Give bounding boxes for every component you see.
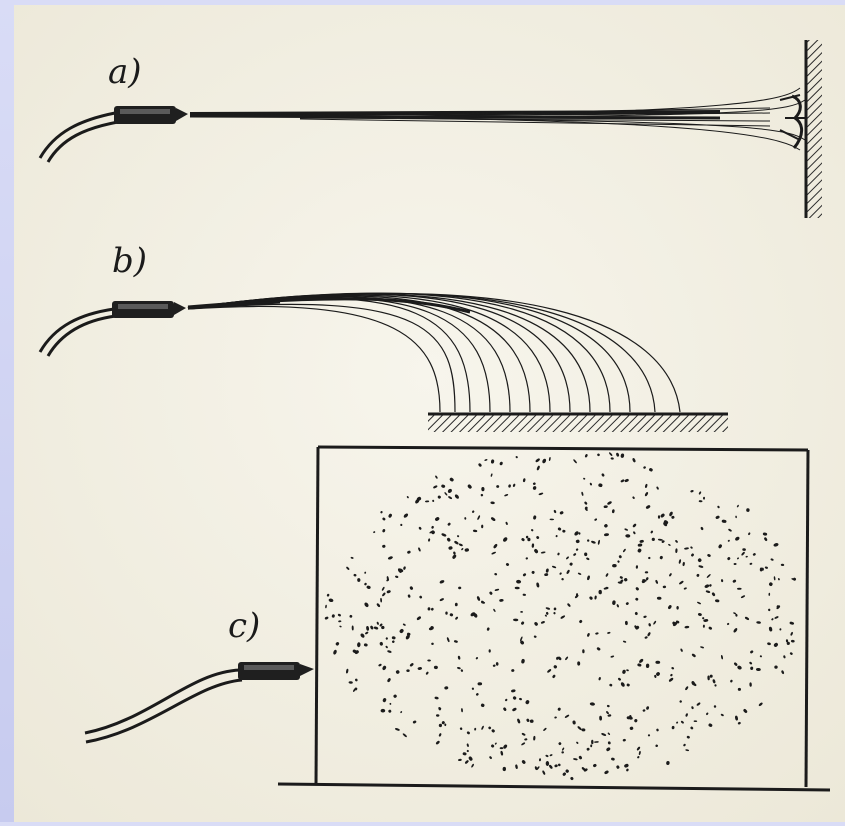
panel-b-floor xyxy=(428,414,728,432)
spray-droplet xyxy=(527,538,530,542)
panel-a-label: a) xyxy=(108,52,142,92)
spray-droplet xyxy=(676,606,678,610)
spray-droplet xyxy=(445,612,447,615)
panel-b-label: b) xyxy=(112,241,147,281)
spray-droplet xyxy=(500,747,504,749)
spray-droplet xyxy=(381,709,386,713)
panel-c-label: c) xyxy=(228,606,260,646)
spray-droplet xyxy=(737,588,742,590)
